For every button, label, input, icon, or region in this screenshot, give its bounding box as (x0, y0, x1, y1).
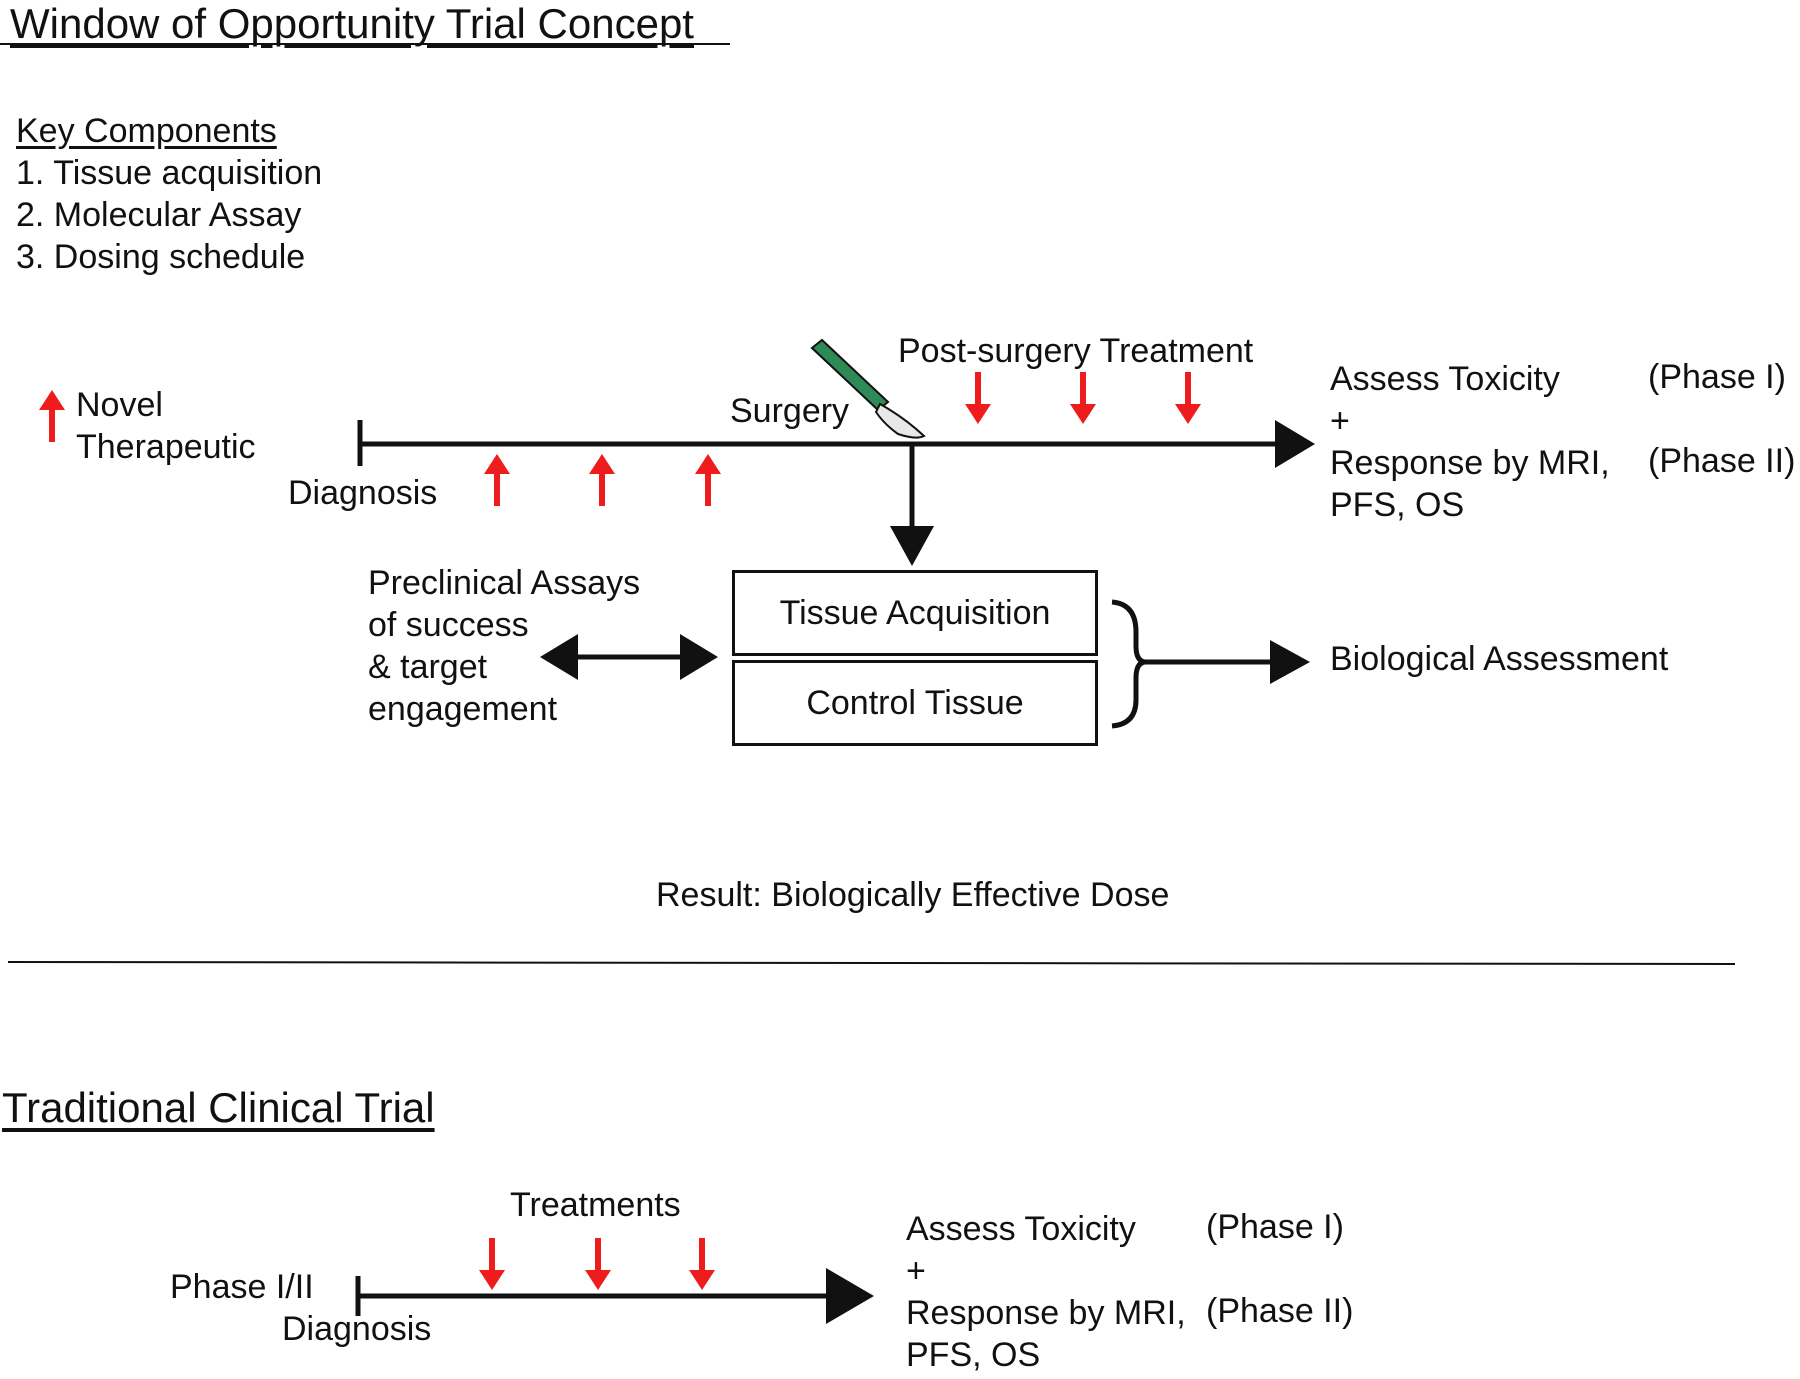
legend-red-up-arrow-icon (39, 390, 65, 442)
curly-brace-icon (1111, 599, 1147, 729)
surgery-down-arrowhead (890, 526, 934, 566)
key-components-heading: Key Components (16, 112, 277, 150)
trad-timeline-arrowhead (826, 1268, 874, 1324)
treatment-arrow-icon (479, 1238, 505, 1290)
double-arrow-left-head (540, 634, 578, 680)
post-surgery-dose-arrow-icon (1070, 372, 1096, 424)
scalpel-icon (810, 338, 926, 439)
key-component-item: 3. Dosing schedule (16, 238, 306, 276)
woo-pfs-os: PFS, OS (1330, 486, 1465, 524)
trad-pfs-os: PFS, OS (906, 1336, 1041, 1374)
preclinical-line: & target (368, 648, 488, 686)
biological-arrowhead (1270, 640, 1310, 684)
surgery-label: Surgery (730, 392, 850, 430)
key-component-item: 1. Tissue acquisition (16, 154, 323, 192)
double-arrow-right-head (680, 634, 718, 680)
pre-surgery-dose-arrow-icon (484, 454, 510, 506)
legend-label-line1: Novel (76, 386, 163, 424)
preclinical-line: of success (368, 606, 529, 644)
trad-assess-toxicity: Assess Toxicity (906, 1210, 1136, 1248)
control-tissue-label: Control Tissue (806, 683, 1024, 722)
section-divider (7, 961, 1736, 965)
traditional-title: Traditional Clinical Trial (2, 1084, 435, 1131)
post-surgery-dose-arrow-icon (1175, 372, 1201, 424)
woo-plus: + (1330, 402, 1350, 440)
pre-surgery-dose-arrow-icon (695, 454, 721, 506)
treatments-label: Treatments (510, 1186, 681, 1224)
result-label: Result: Biologically Effective Dose (656, 876, 1170, 914)
legend-label-line2: Therapeutic (76, 428, 256, 466)
pre-surgery-dose-arrow-icon (589, 454, 615, 506)
control-tissue-box: Control Tissue (732, 660, 1098, 746)
key-component-item: 2. Molecular Assay (16, 196, 302, 234)
preclinical-line: engagement (368, 690, 558, 728)
trad-diagnosis-label: Diagnosis (282, 1310, 432, 1348)
trad-phase2: (Phase II) (1206, 1292, 1354, 1330)
tissue-acquisition-label: Tissue Acquisition (779, 593, 1051, 632)
page-title: Window of Opportunity Trial Concept (10, 0, 694, 47)
woo-diagnosis-label: Diagnosis (288, 474, 438, 512)
trad-response: Response by MRI, (906, 1294, 1186, 1332)
trad-phase1: (Phase I) (1206, 1208, 1344, 1246)
woo-phase2: (Phase II) (1648, 442, 1796, 480)
woo-response: Response by MRI, (1330, 444, 1610, 482)
tissue-acquisition-box: Tissue Acquisition (732, 570, 1098, 656)
biological-assessment-label: Biological Assessment (1330, 640, 1669, 678)
treatment-arrow-icon (689, 1238, 715, 1290)
woo-assess-toxicity: Assess Toxicity (1330, 360, 1560, 398)
woo-phase1: (Phase I) (1648, 358, 1786, 396)
trad-plus: + (906, 1252, 926, 1290)
preclinical-line: Preclinical Assays (368, 564, 641, 602)
post-surgery-dose-arrow-icon (965, 372, 991, 424)
treatment-arrow-icon (585, 1238, 611, 1290)
trad-phase-label: Phase I/II (170, 1268, 314, 1306)
post-surgery-label: Post-surgery Treatment (898, 332, 1254, 370)
woo-timeline-arrowhead (1275, 420, 1315, 468)
